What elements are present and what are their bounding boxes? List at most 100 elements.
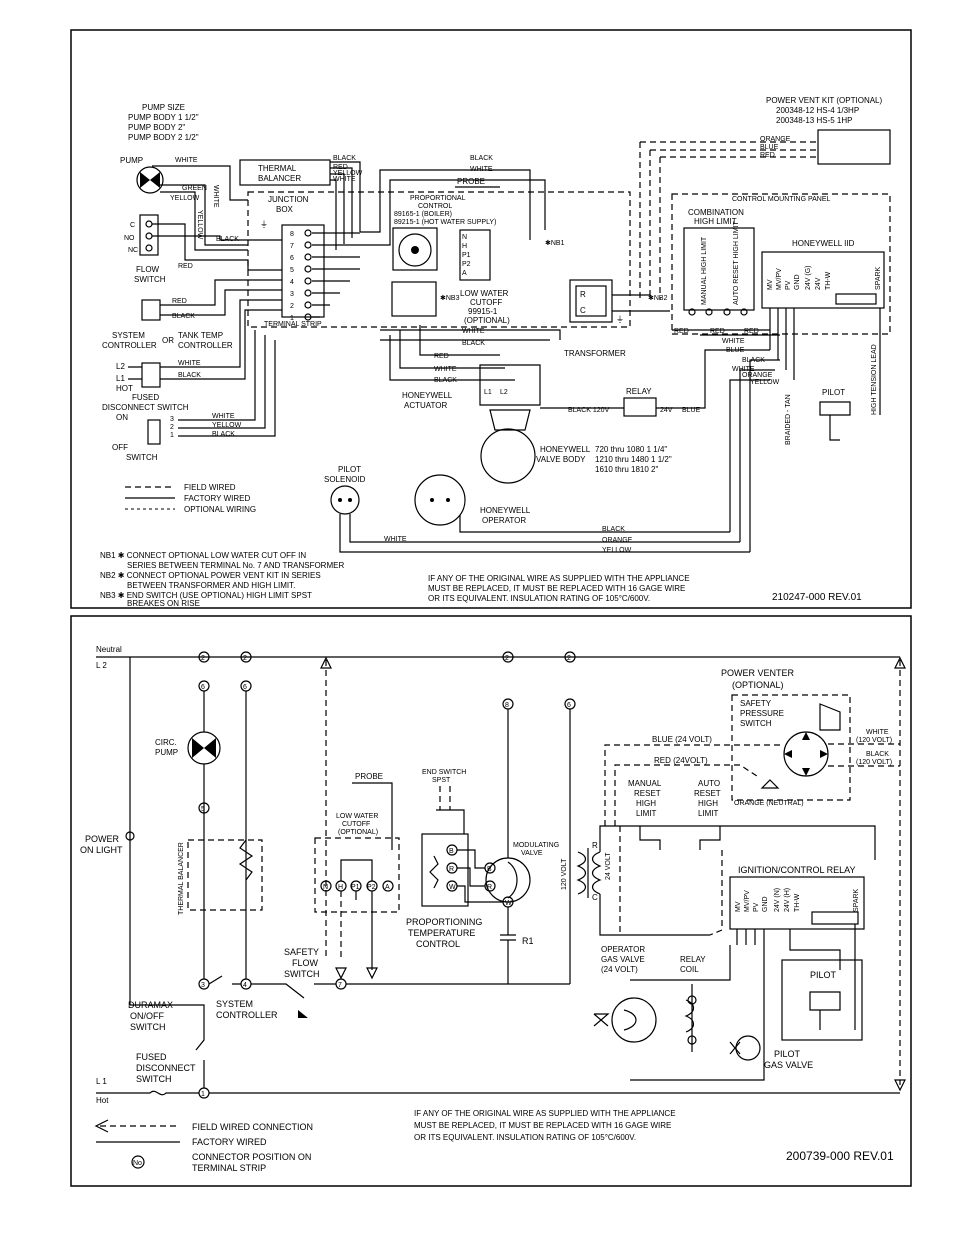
probe-bottom-line bbox=[352, 782, 393, 850]
svg-text:24V (H): 24V (H) bbox=[784, 888, 791, 912]
label-white-op: WHITE bbox=[384, 536, 407, 543]
label-yellow-tb: YELLOW bbox=[333, 170, 363, 177]
terminal-1: 1 bbox=[201, 1091, 205, 1098]
wires-white-black-mid bbox=[380, 329, 561, 341]
label-blue-p: BLUE bbox=[726, 347, 745, 354]
transformer-pin-r: R bbox=[580, 290, 586, 299]
wires-transformer-out bbox=[612, 294, 670, 312]
svg-text:NB1 ✱ CONNECT OPTIONAL LOW WA: NB1 ✱ CONNECT OPTIONAL LOW WATER CUT OFF… bbox=[100, 551, 306, 560]
manual-high-limit-label: MANUAL HIGH LIMIT bbox=[701, 236, 708, 305]
label-black-mid: BLACK bbox=[462, 340, 485, 347]
pilot-gas-valve-symbol bbox=[735, 1035, 761, 1061]
valve-body-label-2: VALVE BODY bbox=[536, 455, 586, 464]
iid-pin-labels: MV MV/PV PV GND 24V (G) 24V TH-W SPARK bbox=[767, 265, 882, 290]
lwc-label-2: CUTOFF bbox=[470, 298, 502, 307]
transformer-ground-icon: ⏚ bbox=[616, 315, 624, 324]
label-orange-pv: ORANGE bbox=[760, 136, 791, 143]
label-black-sc: BLACK bbox=[172, 313, 195, 320]
system-controller-bottom-label-2: CONTROLLER bbox=[216, 1010, 278, 1020]
svg-text:MANUAL: MANUAL bbox=[628, 779, 662, 788]
power-vent-model-2: 200348-13 HS-5 1HP bbox=[776, 116, 853, 125]
top-notes: NB1 ✱ CONNECT OPTIONAL LOW WATER CUT OFF… bbox=[100, 551, 344, 608]
modulating-valve-coil bbox=[507, 709, 518, 899]
auto-reset-label: AUTO RESET HIGH LIMIT bbox=[694, 779, 721, 818]
terminal-5: 5 bbox=[201, 806, 205, 813]
wires-relay bbox=[540, 349, 770, 409]
svg-text:FACTORY WIRED: FACTORY WIRED bbox=[184, 494, 250, 503]
high-tension-label: HIGH TENSION LEAD bbox=[871, 344, 878, 415]
terminal-4: 4 bbox=[243, 982, 247, 989]
operator-gas-valve-symbol bbox=[611, 997, 657, 1043]
control-panel-label: CONTROL MOUNTING PANEL bbox=[732, 196, 831, 203]
label-white-mid: WHITE bbox=[462, 328, 485, 335]
relay-coil-label: RELAY bbox=[680, 955, 706, 964]
svg-text:MUST BE REPLACED, IT MUST BE R: MUST BE REPLACED, IT MUST BE REPLACED WI… bbox=[428, 584, 685, 593]
lwc-bottom-label-2: CUTOFF bbox=[342, 821, 370, 828]
transformer-box bbox=[569, 279, 613, 323]
prop-control-label-4: 89215-1 (HOT WATER SUPPLY) bbox=[394, 219, 496, 226]
svg-text:FIELD WIRED: FIELD WIRED bbox=[184, 483, 236, 492]
svg-text:N: N bbox=[462, 234, 467, 241]
proportioning-label-2: TEMPERATURE bbox=[408, 928, 475, 938]
svg-text:GND: GND bbox=[794, 274, 801, 290]
nb1-mark: ✱NB1 bbox=[545, 239, 565, 247]
svg-text:HIGH: HIGH bbox=[636, 799, 656, 808]
svg-text:CONNECTOR POSITION ON: CONNECTOR POSITION ON bbox=[192, 1152, 311, 1162]
wires-on-off-switch bbox=[178, 330, 276, 437]
v120-label: 120 VOLT bbox=[561, 858, 568, 890]
modulating-valve-label: MODULATING bbox=[513, 842, 559, 849]
circ-pump-label-2: PUMP bbox=[155, 748, 178, 757]
svg-text:6: 6 bbox=[243, 684, 247, 691]
safety-pressure-label: SAFETY bbox=[740, 699, 772, 708]
label-yellow-sw: YELLOW bbox=[212, 422, 242, 429]
svg-text:A: A bbox=[385, 884, 390, 891]
low-water-cutoff-bottom-box bbox=[314, 837, 400, 913]
label-black-act: BLACK bbox=[434, 377, 457, 384]
on-off-switch-box[interactable] bbox=[147, 419, 161, 445]
prop-control-label-3: 89165-1 (BOILER) bbox=[394, 211, 452, 218]
field-arrow-bottom bbox=[894, 1079, 906, 1092]
label-white-act: WHITE bbox=[434, 366, 457, 373]
wires-flow-switch bbox=[152, 223, 282, 271]
probe-bottom-label: PROBE bbox=[355, 772, 383, 781]
junction-box-outline bbox=[247, 191, 631, 328]
svg-text:PV: PV bbox=[785, 280, 792, 290]
top-panel-frame bbox=[70, 29, 912, 609]
proportioning-resistor bbox=[429, 855, 439, 889]
actuator-body bbox=[479, 364, 541, 406]
top-part-number: 210247-000 REV.01 bbox=[772, 592, 862, 603]
r1-capacitor bbox=[500, 907, 516, 984]
black-120-label: BLACK bbox=[866, 751, 889, 758]
neutral-terminals: 2 2 2 2 6 6 8 6 bbox=[198, 651, 576, 710]
relay-24v: 24V bbox=[660, 407, 673, 414]
svg-text:MV/PV: MV/PV bbox=[744, 890, 751, 912]
svg-text:TH-W: TH-W bbox=[794, 893, 801, 912]
svg-text:P1: P1 bbox=[351, 884, 360, 891]
lwc-label-4: (OPTIONAL) bbox=[464, 316, 510, 325]
hot-bus-label: Hot bbox=[96, 1096, 109, 1105]
pump-size-label: PUMP SIZE PUMP BODY 1 1/2" PUMP BODY 2" … bbox=[128, 103, 199, 142]
hot-label: HOT bbox=[116, 384, 133, 393]
wires-system-controller bbox=[160, 279, 282, 316]
svg-text:PUMP: PUMP bbox=[120, 156, 143, 165]
label-orange-op: ORANGE bbox=[602, 537, 633, 544]
svg-text:OR ITS EQUIVALENT. INSULATION: OR ITS EQUIVALENT. INSULATION RATING OF … bbox=[414, 1133, 636, 1142]
svg-text:3: 3 bbox=[290, 291, 294, 298]
relay-coil-label-2: COIL bbox=[680, 965, 699, 974]
svg-text:IF ANY OF THE ORIGINAL WIRE AS: IF ANY OF THE ORIGINAL WIRE AS SUPPLIED … bbox=[428, 574, 690, 583]
svg-text:TERMINAL STRIP: TERMINAL STRIP bbox=[192, 1163, 266, 1173]
svg-text:FIELD WIRED CONNECTION: FIELD WIRED CONNECTION bbox=[192, 1122, 313, 1132]
switch-pin-numbers: 3 2 1 bbox=[170, 416, 174, 439]
prop-valve-wiring bbox=[457, 849, 503, 903]
system-controller-switch bbox=[208, 975, 336, 999]
v24-label: 24 VOLT bbox=[605, 852, 612, 880]
junction-box-label: JUNCTION bbox=[268, 195, 309, 204]
thermal-balancer-resistor bbox=[238, 839, 254, 881]
label-black-top: BLACK bbox=[470, 155, 493, 162]
low-water-cutoff-box bbox=[459, 229, 491, 281]
ignition-control-relay-box bbox=[729, 876, 865, 930]
svg-text:SPARK: SPARK bbox=[875, 266, 882, 290]
secondary-wiring bbox=[599, 825, 876, 936]
fused-switch-label-2: DISCONNECT SWITCH bbox=[102, 403, 189, 412]
